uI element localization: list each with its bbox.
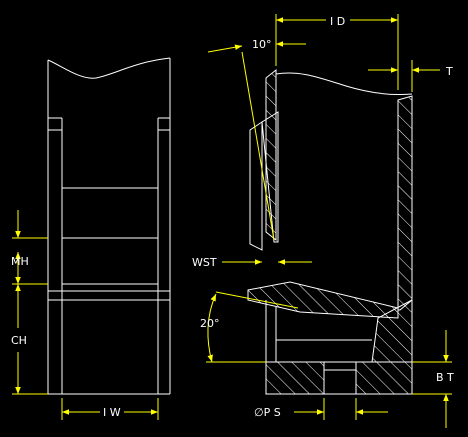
right-view-break-line [275, 72, 413, 95]
mh-label: MH [11, 255, 29, 268]
ten-deg-leader [241, 51, 275, 241]
ten-deg-label: 10° [252, 38, 272, 51]
right-view-sections [247, 68, 413, 395]
base-right-section [355, 361, 413, 395]
ch-label: CH [11, 334, 27, 347]
bt-label: B T [436, 371, 454, 384]
left-view-dimensions [12, 210, 159, 420]
wear-strip-section [247, 281, 399, 319]
wst-insert [249, 121, 263, 251]
twenty-deg-leader [215, 291, 299, 309]
twenty-deg-arc [207, 293, 217, 363]
id-label: I D [330, 15, 345, 28]
left-view [47, 57, 171, 395]
right-view-dimensions [206, 14, 452, 428]
twenty-deg-label: 20° [200, 317, 220, 330]
wst-label: WST [192, 256, 217, 269]
ps-label: ∅P S [254, 406, 281, 419]
right-view-outline [249, 72, 413, 395]
tapered-insert [261, 111, 279, 243]
right-wall-section [397, 95, 413, 311]
t-label: T [445, 65, 453, 78]
base-left-section [265, 361, 325, 395]
iw-label: I W [103, 406, 121, 419]
left-view-break-line [47, 57, 171, 79]
ten-deg-arrow-left [207, 44, 243, 53]
